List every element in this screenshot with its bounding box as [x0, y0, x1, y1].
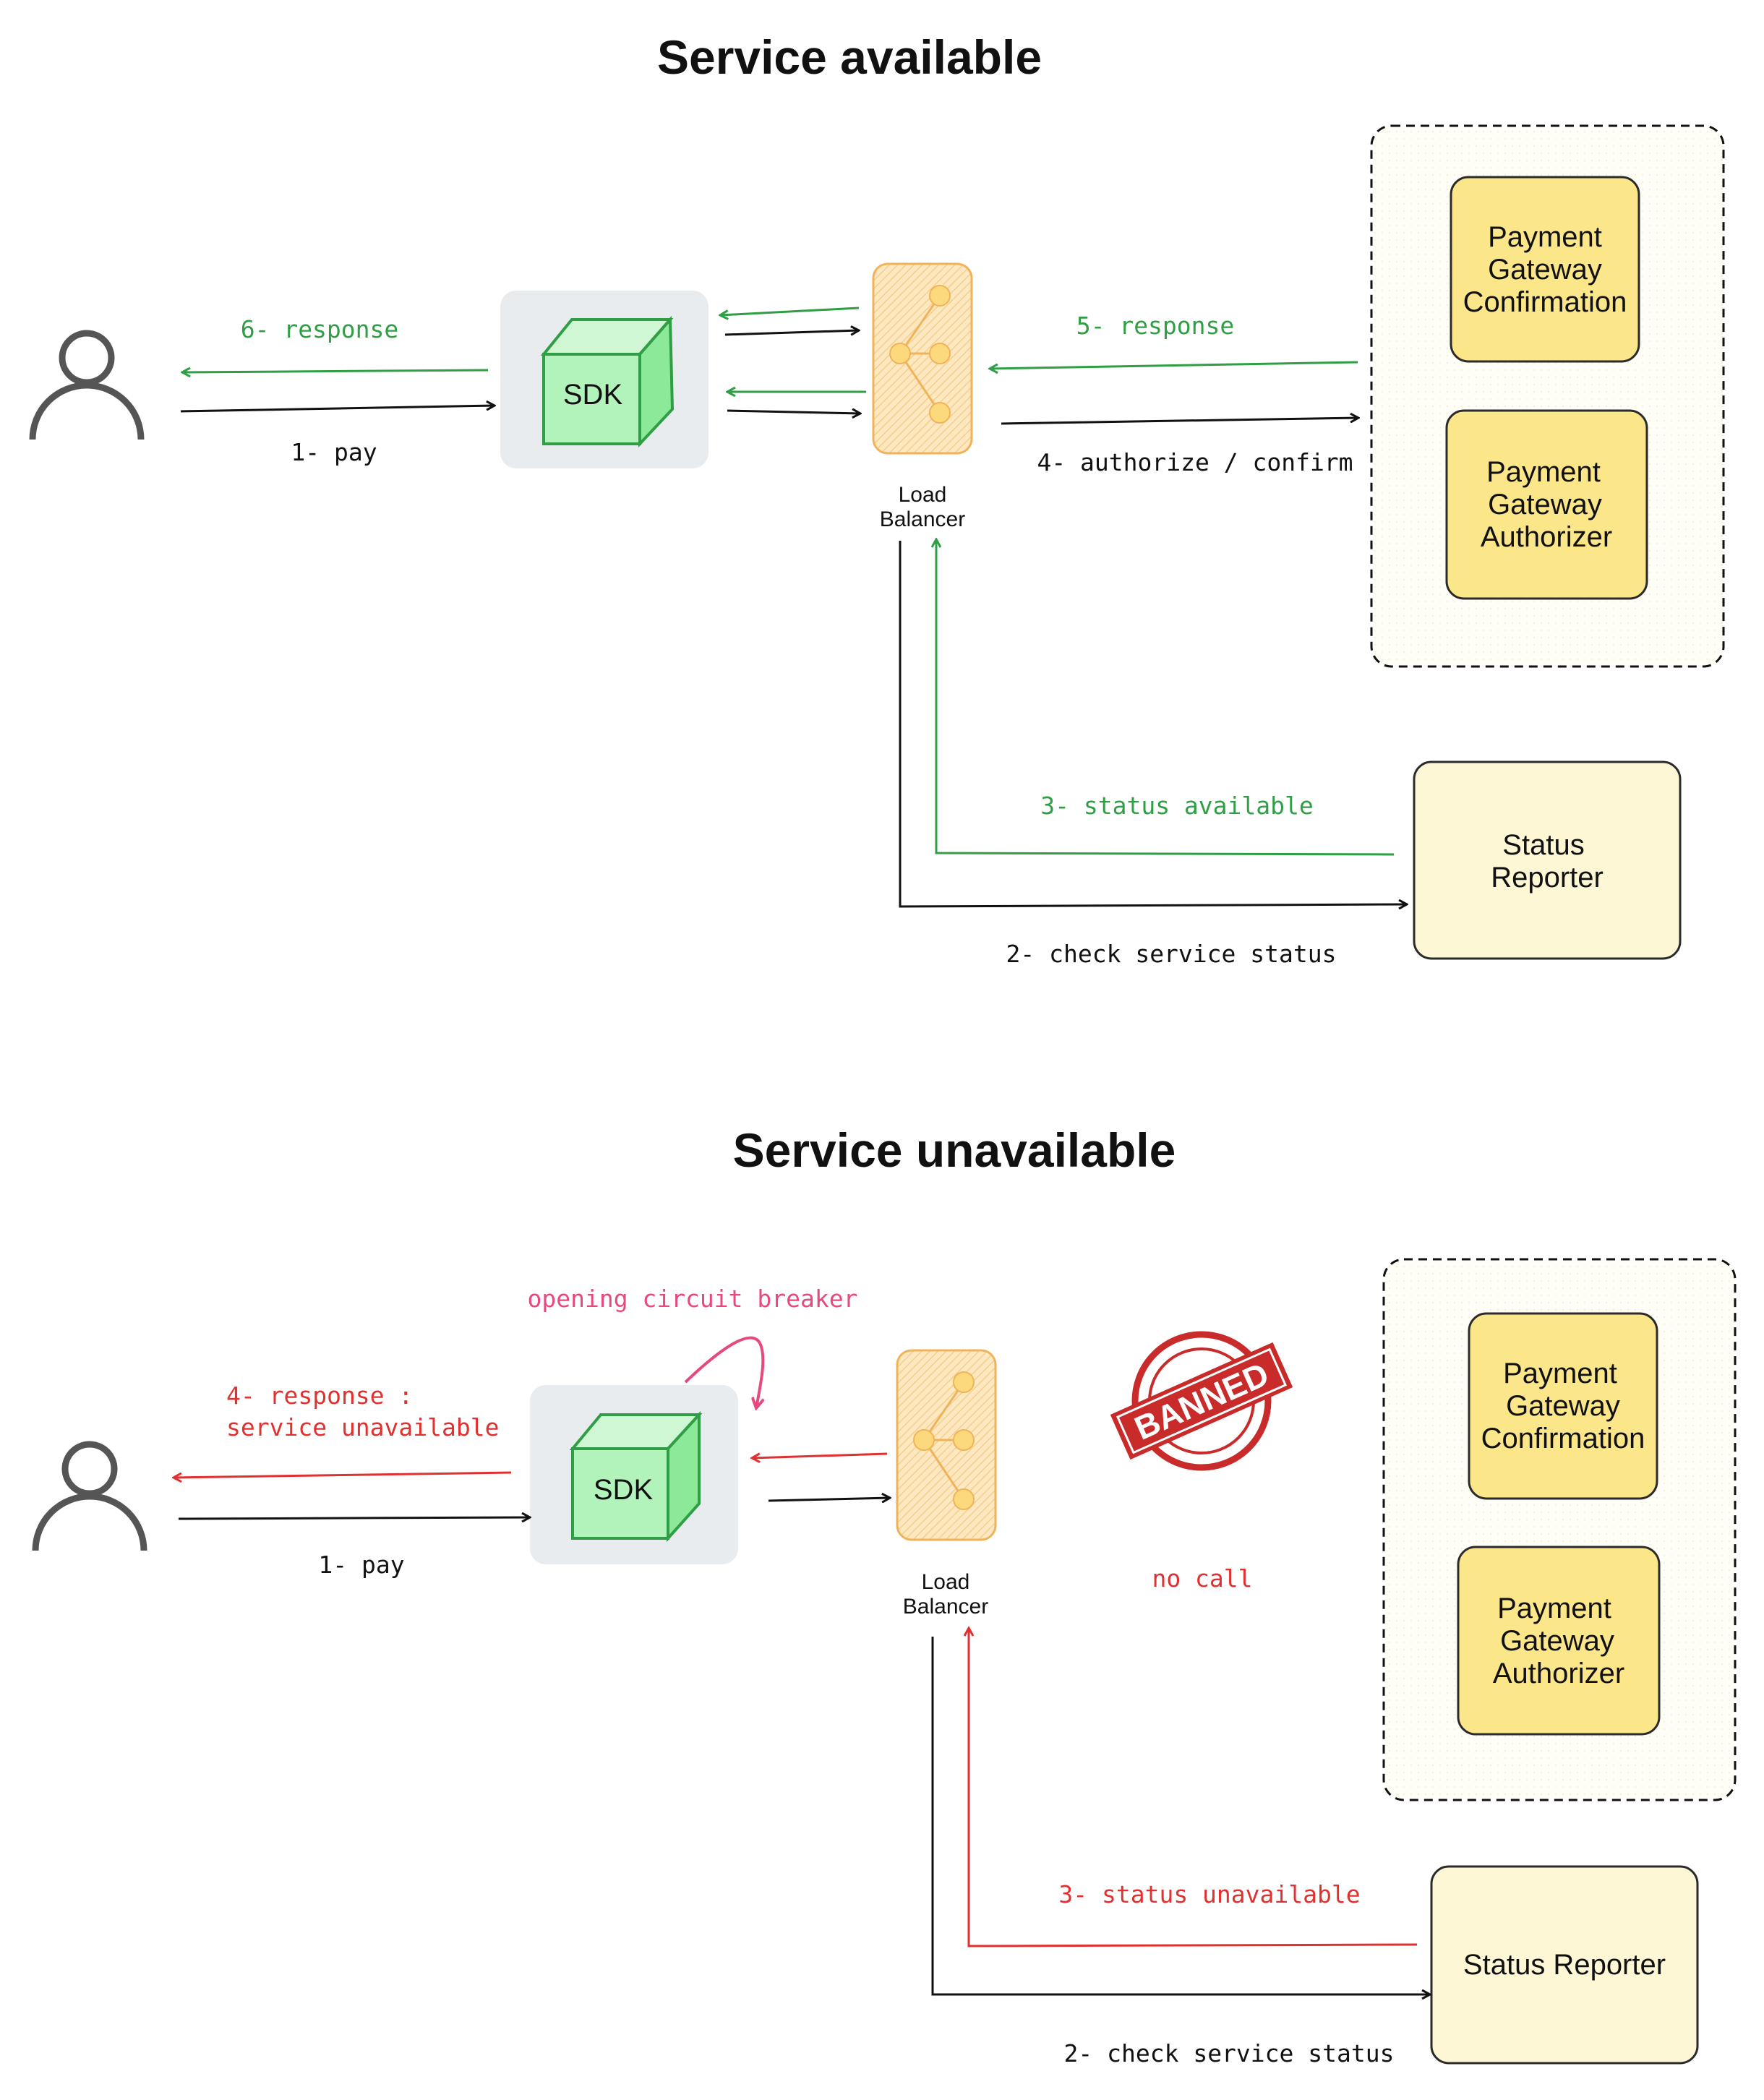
- circuit-breaker-arrow: [684, 1336, 763, 1408]
- authorizer-line-1: Payment: [1497, 1593, 1611, 1624]
- lb-label-balancer: Balancer: [903, 1595, 988, 1619]
- sdk-label: SDK: [594, 1474, 654, 1506]
- cube-icon: [569, 1410, 703, 1543]
- arrows-available: [181, 307, 1407, 907]
- step-pay-label: 1- pay: [291, 438, 377, 466]
- title-service-available: Service available: [657, 30, 1042, 84]
- authorizer-line-2: Gateway: [1488, 489, 1602, 520]
- step-authorize-label: 4- authorize / confirm: [1037, 448, 1353, 476]
- confirmation-line-1: Payment: [1488, 221, 1602, 253]
- confirmation-line-2: Gateway: [1488, 254, 1602, 286]
- step-pay-label: 1- pay: [318, 1551, 404, 1579]
- user-icon: [29, 330, 145, 440]
- load-balancer-icon: [872, 262, 973, 455]
- circuit-breaker-note: opening circuit breaker: [528, 1285, 858, 1313]
- lb-label-load: Load: [922, 1570, 970, 1594]
- payment-gateway-confirmation-box: [1468, 1312, 1658, 1500]
- confirmation-line-3: Confirmation: [1481, 1423, 1645, 1454]
- confirmation-line-3: Confirmation: [1463, 286, 1627, 318]
- reporter-line-2: Reporter: [1491, 862, 1604, 893]
- confirmation-line-2: Gateway: [1506, 1390, 1620, 1422]
- title-service-unavailable: Service unavailable: [733, 1123, 1176, 1177]
- status-reporter-label: Status Reporter: [1463, 1949, 1666, 1981]
- payment-gateway-authorizer-box: [1445, 409, 1648, 600]
- lb-label-load: Load: [899, 483, 947, 507]
- step-response5-label: 5- response: [1076, 312, 1235, 340]
- authorizer-line-3: Authorizer: [1481, 521, 1612, 553]
- step-response-line-1: 4- response :: [226, 1381, 413, 1410]
- step-check-label: 2- check service status: [1006, 940, 1337, 968]
- confirmation-line-1: Payment: [1503, 1358, 1617, 1389]
- lb-label-balancer: Balancer: [880, 507, 965, 531]
- section-service-unavailable: Service unavailable SDK opening circuit …: [32, 1123, 1737, 2067]
- step-status-label: 3- status available: [1040, 792, 1314, 820]
- payment-gateway-confirmation-box: [1450, 176, 1640, 363]
- authorizer-line-3: Authorizer: [1493, 1658, 1624, 1689]
- sdk-label: SDK: [563, 379, 623, 411]
- no-call-label: no call: [1152, 1564, 1252, 1593]
- load-balancer-icon: [896, 1349, 997, 1541]
- cube-icon: [540, 315, 675, 448]
- arrows-unavailable: [174, 1452, 1430, 1994]
- step-check-label: 2- check service status: [1064, 2039, 1395, 2067]
- step-response6-label: 6- response: [241, 315, 399, 343]
- user-icon: [32, 1441, 147, 1551]
- step-response-line-2: service unavailable: [226, 1413, 500, 1441]
- status-reporter-box: [1430, 1865, 1699, 2065]
- authorizer-line-2: Gateway: [1500, 1625, 1614, 1657]
- step-status-label: 3- status unavailable: [1058, 1880, 1360, 1908]
- reporter-line-1: Status: [1502, 829, 1584, 861]
- authorizer-line-1: Payment: [1486, 456, 1601, 488]
- status-reporter-box: [1413, 760, 1682, 960]
- banned-stamp-icon: BANNED: [1110, 1331, 1293, 1471]
- payment-gateway-authorizer-box: [1457, 1546, 1661, 1736]
- section-service-available: Service available SDK Load Balancer Paym…: [29, 30, 1725, 968]
